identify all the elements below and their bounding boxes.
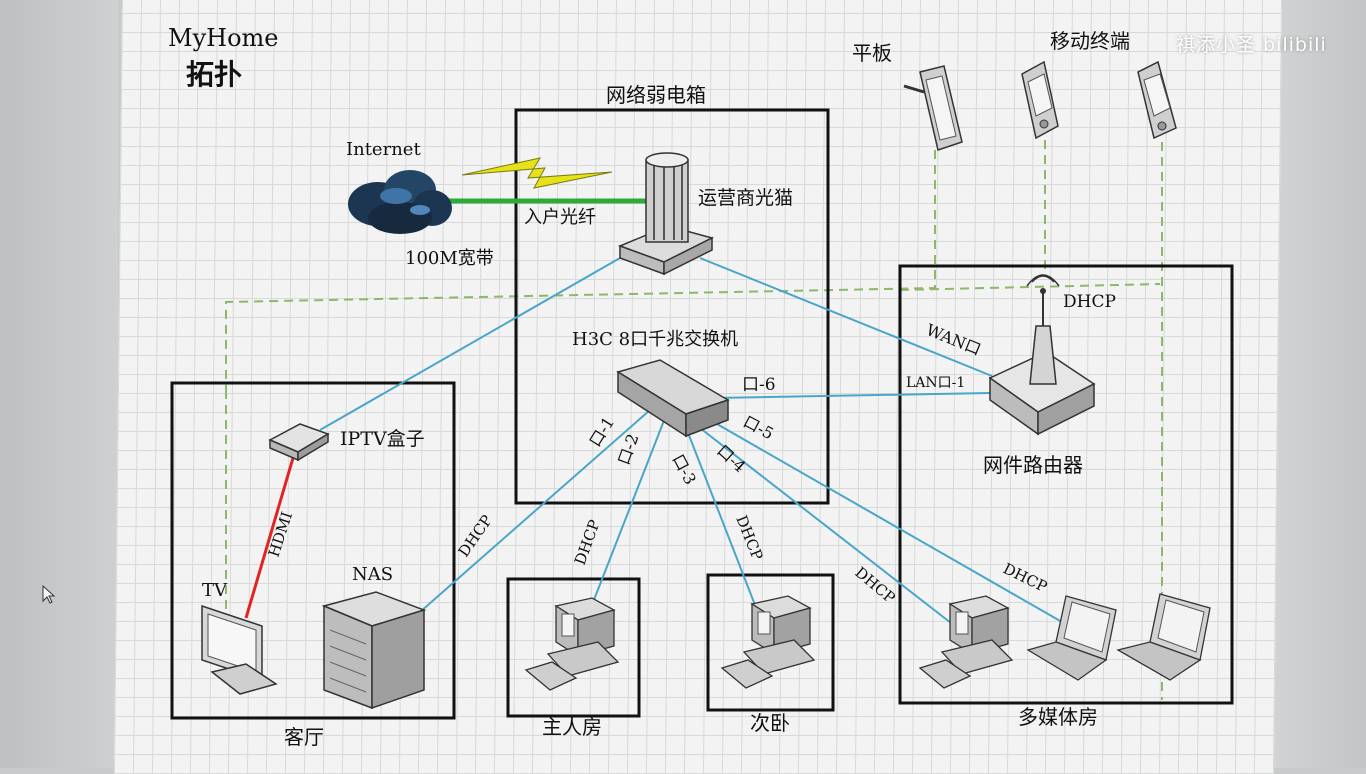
laptop-1-icon: [1026, 595, 1117, 681]
master-room-label: 主人房: [542, 715, 602, 739]
tablet-icon: [903, 65, 963, 151]
bandwidth-label: 100M宽带: [405, 248, 494, 269]
link-modem-iptv: [319, 257, 621, 431]
monitor-bezel-left: [0, 0, 118, 768]
dhcp-link-4-label: DHCP: [851, 563, 898, 607]
second-room-label: 次卧: [750, 711, 790, 735]
wan-port-label: WAN口: [924, 320, 984, 359]
dhcp-link-2-label: DHCP: [571, 517, 604, 567]
switch-icon: [616, 359, 730, 438]
title-line-2: 拓扑: [186, 58, 242, 91]
lightning-icon: [461, 157, 613, 189]
living-room-label: 客厅: [284, 725, 324, 749]
weak-electric-box: [514, 108, 830, 505]
second-room-box: [706, 573, 835, 712]
router-icon: [988, 274, 1096, 436]
modem-label: 运营商光猫: [698, 187, 793, 209]
monitor-bezel-right: [1274, 0, 1366, 768]
desktop-pc-media-icon: [918, 595, 1014, 689]
watermark: 祺添小圣 bilibili: [1176, 34, 1327, 56]
port-6-label: 口-6: [742, 375, 776, 395]
port-1-label: 口-1: [585, 413, 618, 450]
router-dhcp-label: DHCP: [1063, 292, 1116, 312]
optical-modem-icon: [617, 152, 715, 276]
mobile-label: 移动终端: [1050, 29, 1130, 53]
link-port3-second: [684, 424, 756, 606]
link-port5-laptop: [709, 419, 1063, 623]
mobile-phone-1-icon: [1021, 60, 1059, 140]
title-line-1: MyHome: [168, 24, 278, 52]
nas-label: NAS: [352, 564, 393, 585]
tv-label: TV: [202, 580, 228, 601]
link-modem-router-wan: [699, 257, 993, 377]
laptop-2-icon: [1116, 593, 1211, 681]
desktop-pc-master-icon: [524, 597, 620, 691]
desktop-pc-second-icon: [720, 595, 816, 689]
tv-icon: [201, 604, 278, 695]
hdmi-cable: [244, 457, 295, 619]
iptv-box-icon: [268, 423, 330, 462]
link-port4-media-pc: [699, 427, 961, 631]
media-room-box: [898, 264, 1234, 705]
switch-label: H3C 8口千兆交换机: [572, 329, 738, 350]
wireless-link-tablet: [225, 150, 936, 390]
media-room-label: 多媒体房: [1018, 705, 1098, 729]
link-switch-router-lan: [711, 392, 991, 399]
lan1-port-label: LAN口-1: [906, 375, 965, 391]
mobile-phone-2-icon: [1137, 60, 1177, 140]
nas-server-icon: [321, 591, 427, 710]
internet-label: Internet: [346, 139, 421, 160]
port-3-label: 口-3: [668, 451, 700, 488]
dhcp-link-3-label: DHCP: [732, 513, 766, 563]
link-port2-master: [589, 417, 666, 611]
living-room-box: [170, 381, 456, 720]
wireless-link-router: [899, 283, 1161, 291]
router-label: 网件路由器: [983, 453, 1083, 477]
internet-cloud-icon: [348, 170, 452, 234]
weak-box-label: 网络弱电箱: [606, 83, 706, 107]
mouse-cursor-icon: [42, 585, 56, 604]
port-5-label: 口-5: [740, 412, 777, 444]
iptv-label: IPTV盒子: [340, 428, 425, 450]
master-room-box: [506, 577, 641, 718]
dhcp-link-1-label: DHCP: [455, 512, 497, 561]
port-4-label: 口-4: [713, 441, 749, 476]
fiber-label: 入户光纤: [524, 207, 596, 228]
link-port1-nas: [419, 409, 651, 613]
tablet-label: 平板: [852, 41, 892, 65]
